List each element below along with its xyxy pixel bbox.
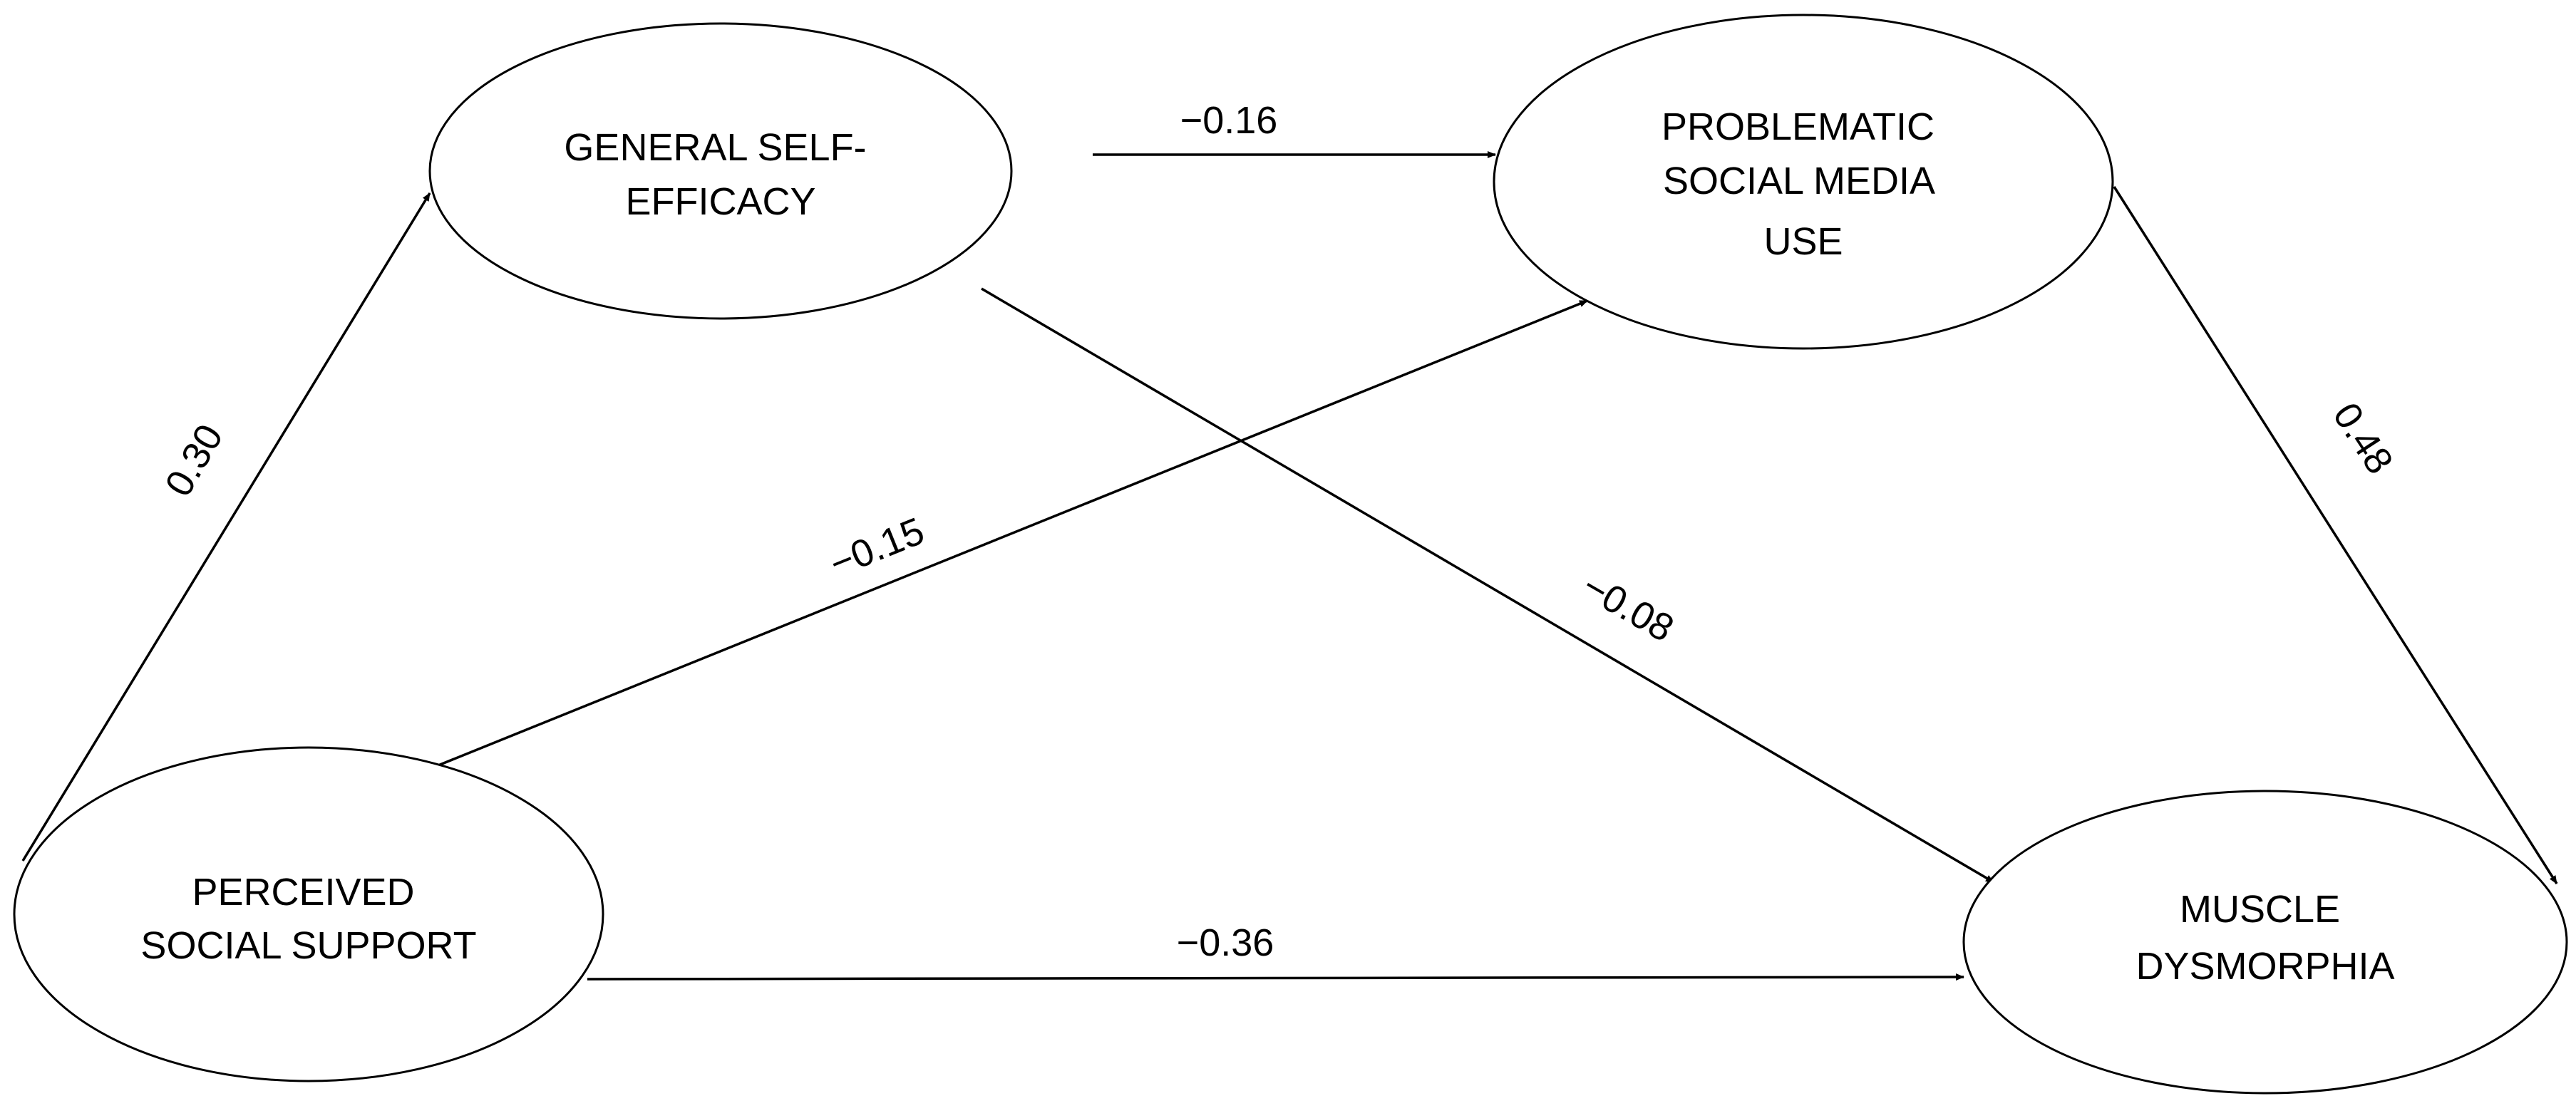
node-muscle-dysmorphia: MUSCLE DYSMORPHIA [1962, 790, 2568, 1095]
node-label: PERCEIVED SOCIAL SUPPORT [140, 871, 476, 967]
edge-psmu-to-md [2113, 186, 2558, 884]
node-label-line: PROBLEMATIC [1661, 105, 1934, 148]
node-label-line: DYSMORPHIA [2135, 945, 2394, 988]
edge-gse-to-md [981, 287, 1994, 884]
node-perceived-social-support: PERCEIVED SOCIAL SUPPORT [13, 746, 604, 1082]
edge-label-gse-to-psmu: −0.16 [1180, 99, 1278, 142]
edge-label-pss-to-md: −0.36 [1177, 921, 1274, 964]
edge-pss-to-gse [21, 192, 431, 862]
node-general-self-efficacy: GENERAL SELF- EFFICACY [428, 22, 1013, 320]
node-ellipse [428, 22, 1013, 320]
node-problematic-social-media-use: PROBLEMATIC SOCIAL MEDIA USE [1493, 14, 2114, 350]
node-label-line: PERCEIVED [192, 871, 414, 914]
node-ellipse [1493, 14, 2114, 350]
node-label-line: EFFICACY [625, 180, 815, 223]
edge-label-pss-to-gse: 0.30 [157, 417, 232, 503]
node-label: MUSCLE DYSMORPHIA [2135, 888, 2394, 988]
node-label-line: SOCIAL SUPPORT [140, 924, 476, 967]
node-label-line: USE [1763, 220, 1843, 263]
edge-label-gse-to-md: −0.08 [1575, 564, 1681, 650]
node-label-line: GENERAL SELF- [564, 126, 866, 169]
node-label-line: SOCIAL MEDIA [1663, 160, 1935, 202]
edge-pss-to-psmu [427, 299, 1588, 771]
node-ellipse [1962, 790, 2568, 1095]
edge-pss-to-md [587, 973, 1964, 981]
node-label: GENERAL SELF- EFFICACY [564, 126, 877, 223]
node-ellipse [13, 746, 604, 1082]
node-label-line: MUSCLE [2180, 888, 2340, 931]
edges [21, 151, 2558, 981]
edge-label-psmu-to-md: 0.48 [2324, 396, 2401, 482]
node-label: PROBLEMATIC SOCIAL MEDIA USE [1661, 105, 1945, 263]
